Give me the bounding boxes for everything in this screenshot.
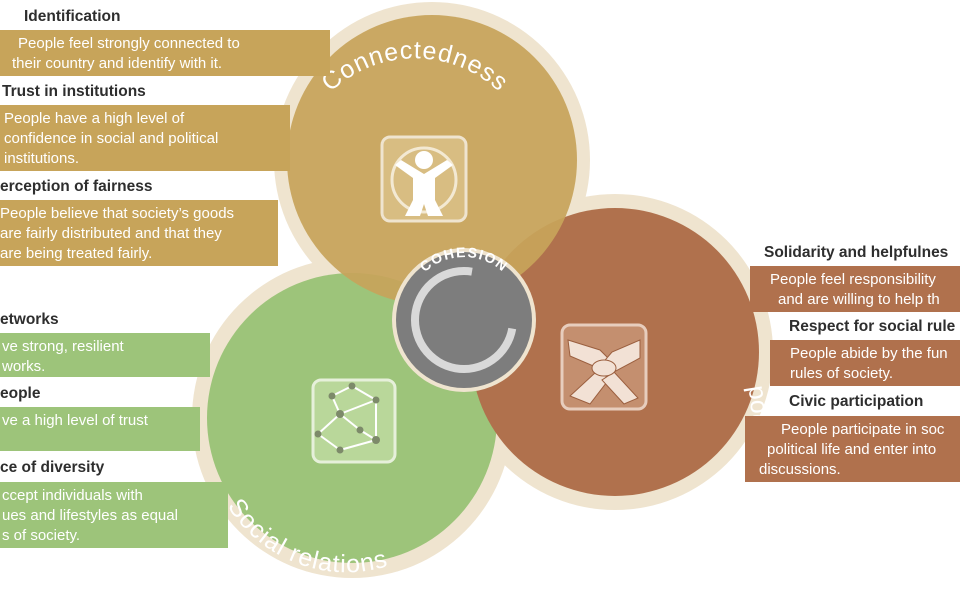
right-rust-box-3: People participate in soc political life… — [745, 416, 960, 482]
network-people-icon — [311, 378, 397, 464]
left-gold-heading-3: erception of fairness — [0, 178, 153, 195]
left-green-line: ccept individuals with — [2, 487, 143, 504]
right-rust-line: People abide by the fun — [790, 345, 948, 362]
left-green-box-3: ccept individuals with ues and lifestyle… — [0, 482, 228, 548]
left-green-heading-2: eople — [0, 385, 41, 402]
right-rust-heading-2: Respect for social rule — [789, 318, 956, 335]
left-gold-box-3: People believe that society’s goods are … — [0, 200, 278, 266]
left-gold-line: People feel strongly connected to — [18, 35, 240, 52]
left-gold-line: their country and identify with it. — [12, 55, 223, 72]
left-green-box-1: ve strong, resilient works. — [0, 333, 210, 377]
left-gold-box-1: People feel strongly connected to their … — [0, 30, 330, 76]
left-green-line: s of society. — [2, 527, 81, 544]
left-gold-heading-1: Identification — [24, 8, 121, 25]
right-rust-box-1: People feel responsibility and are willi… — [750, 266, 960, 312]
left-green-line: ues and lifestyles as equal — [2, 507, 178, 524]
joined-hands-icon — [560, 323, 648, 411]
left-gold-line: People believe that society’s goods — [0, 205, 235, 222]
left-green-line: ve strong, resilient — [2, 338, 124, 355]
right-rust-line: People participate in soc — [781, 421, 945, 438]
left-gold-line: People have a high level of — [4, 110, 185, 127]
right-rust-line: rules of society. — [790, 365, 894, 382]
left-green-heading-3: ce of diversity — [0, 459, 105, 476]
right-rust-line: political life and enter into — [767, 441, 937, 458]
left-gold-line: are being treated fairly. — [0, 245, 153, 262]
left-gold-heading-2: Trust in institutions — [2, 83, 146, 100]
right-rust-box-2: People abide by the fun rules of society… — [770, 340, 960, 386]
right-rust-line: discussions. — [759, 461, 841, 478]
left-gold-line: are fairly distributed and that they — [0, 225, 222, 242]
left-green-box-2: ve a high level of trust — [0, 407, 200, 451]
left-gold-line: confidence in social and political — [4, 130, 219, 147]
left-green-heading-1: etworks — [0, 311, 59, 328]
left-green-line: works. — [2, 358, 46, 375]
left-green-line: ve a high level of trust — [2, 412, 148, 429]
right-rust-heading-1: Solidarity and helpfulnes — [764, 244, 949, 261]
right-rust-heading-3: Civic participation — [789, 393, 924, 410]
person-arms-raised-icon — [380, 135, 468, 223]
right-rust-line: and are willing to help th — [778, 291, 940, 308]
left-gold-line: institutions. — [4, 150, 80, 167]
left-gold-box-2: People have a high level of confidence i… — [0, 105, 290, 171]
cohesion-center: COHESION — [392, 244, 536, 392]
right-rust-line: People feel responsibility — [770, 271, 936, 288]
